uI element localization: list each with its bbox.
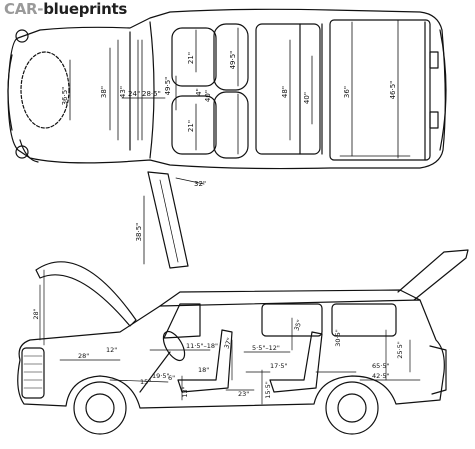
dim-side-15: 15" xyxy=(140,378,151,386)
side-view-open-hood xyxy=(35,261,137,327)
side-view-body-outline xyxy=(17,299,445,409)
dim-side-30-5: 30·5" xyxy=(334,329,342,346)
dim-side-19-5: 19·5" xyxy=(152,372,169,380)
dim-top-4: 4" xyxy=(195,88,203,96)
dim-side-23: 23" xyxy=(238,390,249,398)
dim-side-42-5: 42·5" xyxy=(372,372,389,380)
side-view xyxy=(17,249,469,435)
dim-top-43: 43" xyxy=(119,86,127,98)
dim-top-24: 24" xyxy=(128,90,140,98)
side-view-front-grille xyxy=(21,347,45,399)
top-view-rear-bumper xyxy=(439,29,447,151)
top-view-windscreen xyxy=(149,21,155,159)
opened-door xyxy=(143,171,205,269)
top-view-vent-grille xyxy=(137,39,143,141)
dim-side-35: 35" xyxy=(292,319,303,332)
top-view-seat-front-left xyxy=(171,27,217,87)
dim-top-36: 36" xyxy=(343,86,351,98)
opened-door-panel xyxy=(147,171,189,269)
top-view-rear-bench xyxy=(255,23,321,155)
dim-side-13: 13" xyxy=(181,386,189,397)
side-view-rear-seat xyxy=(269,331,323,393)
dim-top-46-5: 46·5" xyxy=(389,81,397,100)
side-view-window-front xyxy=(163,303,201,339)
brand-separator: - xyxy=(37,0,44,18)
dim-top-38-5: 38·5" xyxy=(135,223,143,242)
dim-top-49-5-b: 49·5" xyxy=(229,51,237,70)
dim-top-40-b: 40" xyxy=(303,92,311,104)
dim-top-40: 40" xyxy=(204,90,212,102)
dim-top-36-5: 36·5" xyxy=(61,87,69,106)
dim-side-11-5-18: 11·5"–18" xyxy=(186,342,218,350)
brand-logo: CAR-blueprints xyxy=(4,0,127,22)
dim-side-6: 6" xyxy=(168,374,175,382)
dim-side-12: 12" xyxy=(106,346,117,354)
side-view-roof xyxy=(159,289,421,307)
dim-top-32: 32" xyxy=(194,180,206,188)
top-view xyxy=(7,8,447,170)
top-view-body-outline xyxy=(7,8,446,170)
dim-side-25-5: 25·5" xyxy=(396,341,404,358)
side-view-window-rear xyxy=(331,303,397,337)
side-view-open-tailgate xyxy=(397,249,469,301)
brand-car: CAR xyxy=(4,0,38,18)
dim-side-28-b: 28" xyxy=(78,352,89,360)
dim-top-49-5-a: 49·5" xyxy=(164,77,172,96)
top-view-seat-front-left-back xyxy=(213,23,249,91)
dim-top-28-5: 28·5" xyxy=(142,90,161,98)
side-view-front-seat xyxy=(177,329,233,393)
brand-blueprints: blueprints xyxy=(43,0,128,18)
dim-side-37: 37" xyxy=(222,337,233,350)
top-view-hood-bulge xyxy=(20,51,70,129)
top-view-seat-front-right-back xyxy=(213,91,249,159)
dim-side-15-5: 15·5" xyxy=(264,381,272,398)
top-view-headlight-top xyxy=(15,29,29,43)
dim-side-28: 28" xyxy=(32,308,40,319)
side-view-wheel-rear xyxy=(325,381,379,435)
side-view-rear-bumper xyxy=(429,345,447,395)
top-view-seat-front-right xyxy=(171,95,217,155)
dim-side-5-5-12: 5·5"–12" xyxy=(252,344,280,352)
dim-side-18: 18" xyxy=(198,366,209,374)
dim-top-48: 48" xyxy=(281,86,289,98)
dim-top-38: 38" xyxy=(100,86,108,98)
side-view-steering-wheel xyxy=(162,330,186,362)
dim-side-65-5: 65·5" xyxy=(372,362,389,370)
dim-top-21-b: 21" xyxy=(187,120,195,132)
top-view-headlight-bottom xyxy=(15,145,29,159)
dim-side-17-5: 17·5" xyxy=(270,362,287,370)
dim-top-21-a: 21" xyxy=(187,52,195,64)
side-view-wheel-front xyxy=(73,381,127,435)
